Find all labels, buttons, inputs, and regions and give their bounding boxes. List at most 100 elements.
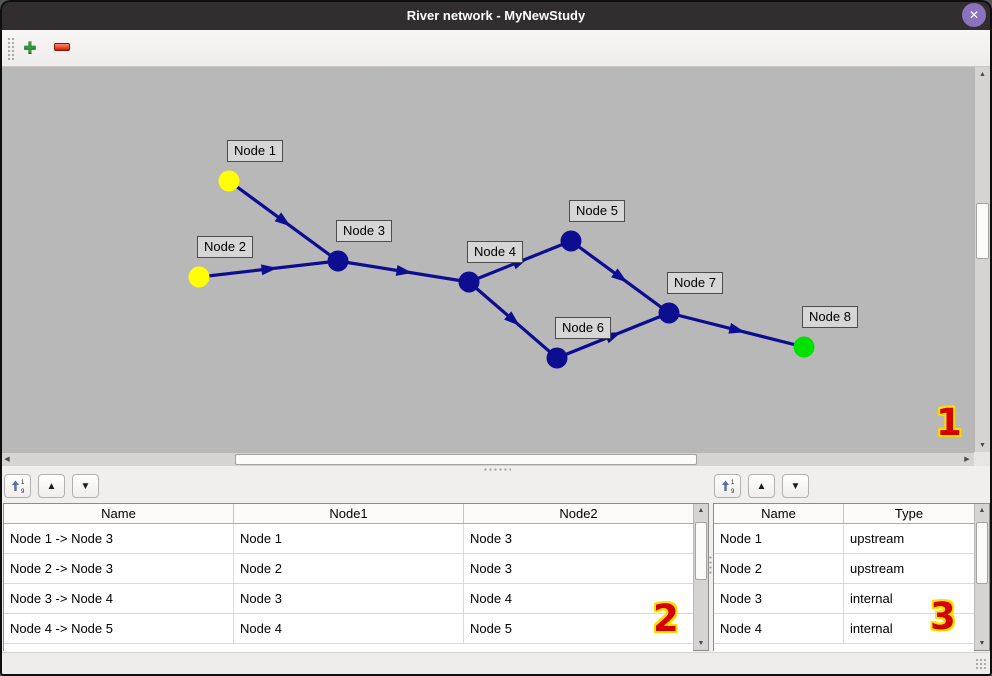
flow-arrow-icon bbox=[504, 311, 520, 326]
table-row: Node 2 upstream bbox=[714, 554, 974, 584]
cell-node2[interactable]: Node 4 bbox=[470, 591, 512, 606]
partial-row bbox=[714, 644, 974, 652]
scroll-up-button[interactable]: ▲ bbox=[975, 67, 990, 81]
cell-node2[interactable]: Node 5 bbox=[470, 621, 512, 636]
vertical-scroll-thumb[interactable] bbox=[695, 522, 707, 580]
canvas-horizontal-scrollbar[interactable]: ◀ ▶ bbox=[0, 452, 974, 466]
cell-node1[interactable]: Node 1 bbox=[234, 524, 464, 553]
cell-node1[interactable]: Node 2 bbox=[234, 554, 464, 583]
cell-type[interactable]: upstream bbox=[850, 531, 905, 546]
reaches-toolbar: 1 9 ▲ ▼ bbox=[4, 474, 99, 498]
vertical-scroll-thumb[interactable] bbox=[976, 203, 989, 259]
nodes-table-scrollbar[interactable]: ▲ ▼ bbox=[974, 504, 989, 650]
panel-divider[interactable] bbox=[708, 473, 713, 652]
cell-node1[interactable]: Node 3 bbox=[234, 584, 464, 613]
reaches-sort-button[interactable]: 1 9 bbox=[4, 474, 31, 498]
close-button[interactable]: ✕ bbox=[962, 3, 986, 27]
svg-text:1: 1 bbox=[731, 480, 735, 486]
nodes-move-up-button[interactable]: ▲ bbox=[748, 474, 775, 498]
scroll-right-button[interactable]: ▶ bbox=[960, 453, 974, 466]
scroll-down-button[interactable]: ▼ bbox=[975, 637, 989, 650]
reaches-table: Name Node1 Node2 Node 1 -> Node 3 Node 1… bbox=[3, 503, 709, 652]
node-6[interactable] bbox=[546, 347, 568, 369]
down-arrow-icon: ▼ bbox=[697, 640, 705, 647]
column-header-name[interactable]: Name bbox=[4, 504, 234, 523]
cell-type[interactable]: upstream bbox=[850, 561, 905, 576]
reaches-move-down-button[interactable]: ▼ bbox=[72, 474, 99, 498]
add-button[interactable]: ✚ bbox=[20, 37, 40, 59]
reaches-table-header: Name Node1 Node2 bbox=[4, 504, 693, 524]
window-title: River network - MyNewStudy bbox=[406, 7, 586, 23]
cell-name[interactable]: Node 2 bbox=[714, 554, 844, 583]
titlebar[interactable]: River network - MyNewStudy ✕ bbox=[0, 0, 992, 30]
cell-node2[interactable]: Node 3 bbox=[470, 531, 512, 546]
cell-type[interactable]: internal bbox=[850, 621, 893, 636]
up-arrow-icon: ▲ bbox=[697, 507, 705, 514]
left-arrow-icon: ◀ bbox=[4, 456, 10, 463]
cell-name[interactable]: Node 3 -> Node 4 bbox=[4, 584, 234, 613]
nodes-sort-button[interactable]: 1 9 bbox=[714, 474, 741, 498]
nodes-table: Name Type Node 1 upstream Node 2 upstrea… bbox=[713, 503, 990, 652]
close-icon: ✕ bbox=[968, 8, 980, 22]
node-2[interactable] bbox=[188, 266, 210, 288]
scroll-left-button[interactable]: ◀ bbox=[0, 453, 14, 466]
table-row: Node 4 internal bbox=[714, 614, 974, 644]
flow-arrow-icon bbox=[611, 268, 628, 283]
up-arrow-icon: ▲ bbox=[46, 480, 57, 492]
cell-name[interactable]: Node 4 bbox=[714, 614, 844, 643]
cell-node1[interactable]: Node 4 bbox=[234, 614, 464, 643]
cell-name[interactable]: Node 4 -> Node 5 bbox=[4, 614, 234, 643]
column-header-name[interactable]: Name bbox=[714, 504, 844, 523]
flow-arrow-icon bbox=[728, 322, 746, 334]
reaches-move-up-button[interactable]: ▲ bbox=[38, 474, 65, 498]
resize-grip-icon[interactable] bbox=[975, 658, 988, 671]
divider-handle-icon bbox=[709, 555, 712, 575]
canvas-vertical-scrollbar[interactable]: ▲ ▼ bbox=[974, 67, 990, 452]
network-canvas-svg bbox=[188, 170, 815, 369]
right-arrow-icon: ▶ bbox=[964, 456, 970, 463]
node-8[interactable] bbox=[793, 336, 815, 358]
annotation-1: 1 bbox=[936, 401, 962, 444]
node-1[interactable] bbox=[218, 170, 240, 192]
reaches-table-scrollbar[interactable]: ▲ ▼ bbox=[693, 504, 708, 650]
nodes-move-down-button[interactable]: ▼ bbox=[782, 474, 809, 498]
down-arrow-icon: ▼ bbox=[978, 640, 986, 647]
table-row: Node 2 -> Node 3 Node 2 Node 3 bbox=[4, 554, 693, 584]
cell-type[interactable]: internal bbox=[850, 591, 893, 606]
scroll-up-button[interactable]: ▲ bbox=[975, 504, 989, 517]
horizontal-scroll-thumb[interactable] bbox=[235, 454, 697, 465]
main-toolbar: ✚ bbox=[0, 30, 992, 67]
vertical-scroll-thumb[interactable] bbox=[976, 522, 988, 584]
flow-arrow-icon bbox=[260, 264, 278, 276]
column-header-node2[interactable]: Node2 bbox=[559, 506, 598, 521]
plus-icon: ✚ bbox=[23, 40, 37, 57]
partial-row bbox=[4, 644, 693, 652]
horizontal-splitter[interactable] bbox=[0, 466, 992, 473]
node-4[interactable] bbox=[458, 271, 480, 293]
flow-arrow-icon bbox=[274, 212, 291, 227]
down-arrow-icon: ▼ bbox=[80, 480, 91, 492]
annotation-2: 2 bbox=[653, 597, 679, 640]
remove-button[interactable] bbox=[54, 43, 70, 51]
node-5[interactable] bbox=[560, 230, 582, 252]
scroll-down-button[interactable]: ▼ bbox=[975, 438, 990, 452]
node-3[interactable] bbox=[327, 250, 349, 272]
splitter-handle-icon bbox=[483, 468, 511, 471]
cell-name[interactable]: Node 3 bbox=[714, 584, 844, 613]
down-arrow-icon: ▼ bbox=[979, 441, 986, 449]
node-7[interactable] bbox=[658, 302, 680, 324]
svg-text:9: 9 bbox=[21, 489, 25, 494]
svg-text:9: 9 bbox=[731, 489, 735, 494]
cell-name[interactable]: Node 2 -> Node 3 bbox=[4, 554, 234, 583]
cell-name[interactable]: Node 1 bbox=[714, 524, 844, 553]
column-header-node1[interactable]: Node1 bbox=[234, 504, 464, 523]
cell-name[interactable]: Node 1 -> Node 3 bbox=[4, 524, 234, 553]
scroll-up-button[interactable]: ▲ bbox=[694, 504, 708, 517]
table-row: Node 1 upstream bbox=[714, 524, 974, 554]
toolbar-drag-handle[interactable] bbox=[7, 37, 16, 61]
cell-node2[interactable]: Node 3 bbox=[470, 561, 512, 576]
scroll-down-button[interactable]: ▼ bbox=[694, 637, 708, 650]
column-header-type[interactable]: Type bbox=[894, 506, 924, 521]
